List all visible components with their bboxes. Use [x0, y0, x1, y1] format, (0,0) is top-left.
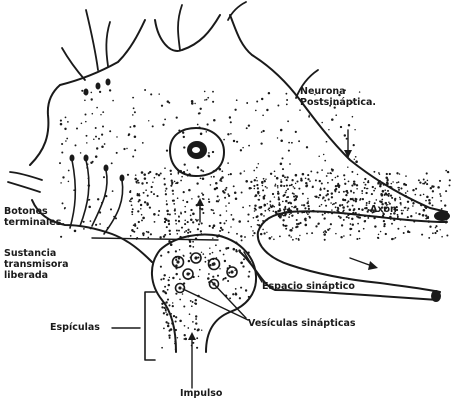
label-axon: Axón — [370, 204, 397, 215]
label-espacio-sinaptico: Espacio sináptico — [262, 281, 355, 292]
leader-lines — [92, 130, 372, 388]
terminal-boutons — [70, 79, 125, 182]
label-postsinaptica-line2: Postsináptica. — [300, 97, 376, 108]
label-sustancia-line2: transmisora — [4, 259, 69, 270]
axon-terminal — [431, 211, 450, 302]
label-espiculas: Espículas — [50, 322, 100, 333]
dendrites — [8, 2, 318, 192]
nucleolus — [187, 141, 207, 159]
synaptic-vesicles — [173, 253, 238, 293]
label-sustancia-line3: liberada — [4, 270, 69, 281]
cytoplasm-stippling — [59, 89, 451, 350]
spine-bracket — [145, 292, 155, 360]
label-botones-terminales: Botones terminales. — [4, 206, 65, 228]
label-botones-line2: terminales. — [4, 217, 65, 228]
label-impulso: Impulso — [180, 388, 222, 399]
label-vesiculas-sinapticas: Vesículas sinápticas — [248, 318, 356, 329]
label-sustancia-line1: Sustancia — [4, 248, 69, 259]
neuron-body-outline — [30, 15, 447, 300]
label-neurona-postsinaptica: Neurona Postsináptica. — [300, 86, 376, 108]
label-botones-line1: Botones — [4, 206, 65, 217]
label-neurona-line1: Neurona — [300, 86, 376, 97]
terminal-fibers — [70, 160, 123, 234]
label-sustancia-transmisora: Sustancia transmisora liberada — [4, 248, 69, 281]
